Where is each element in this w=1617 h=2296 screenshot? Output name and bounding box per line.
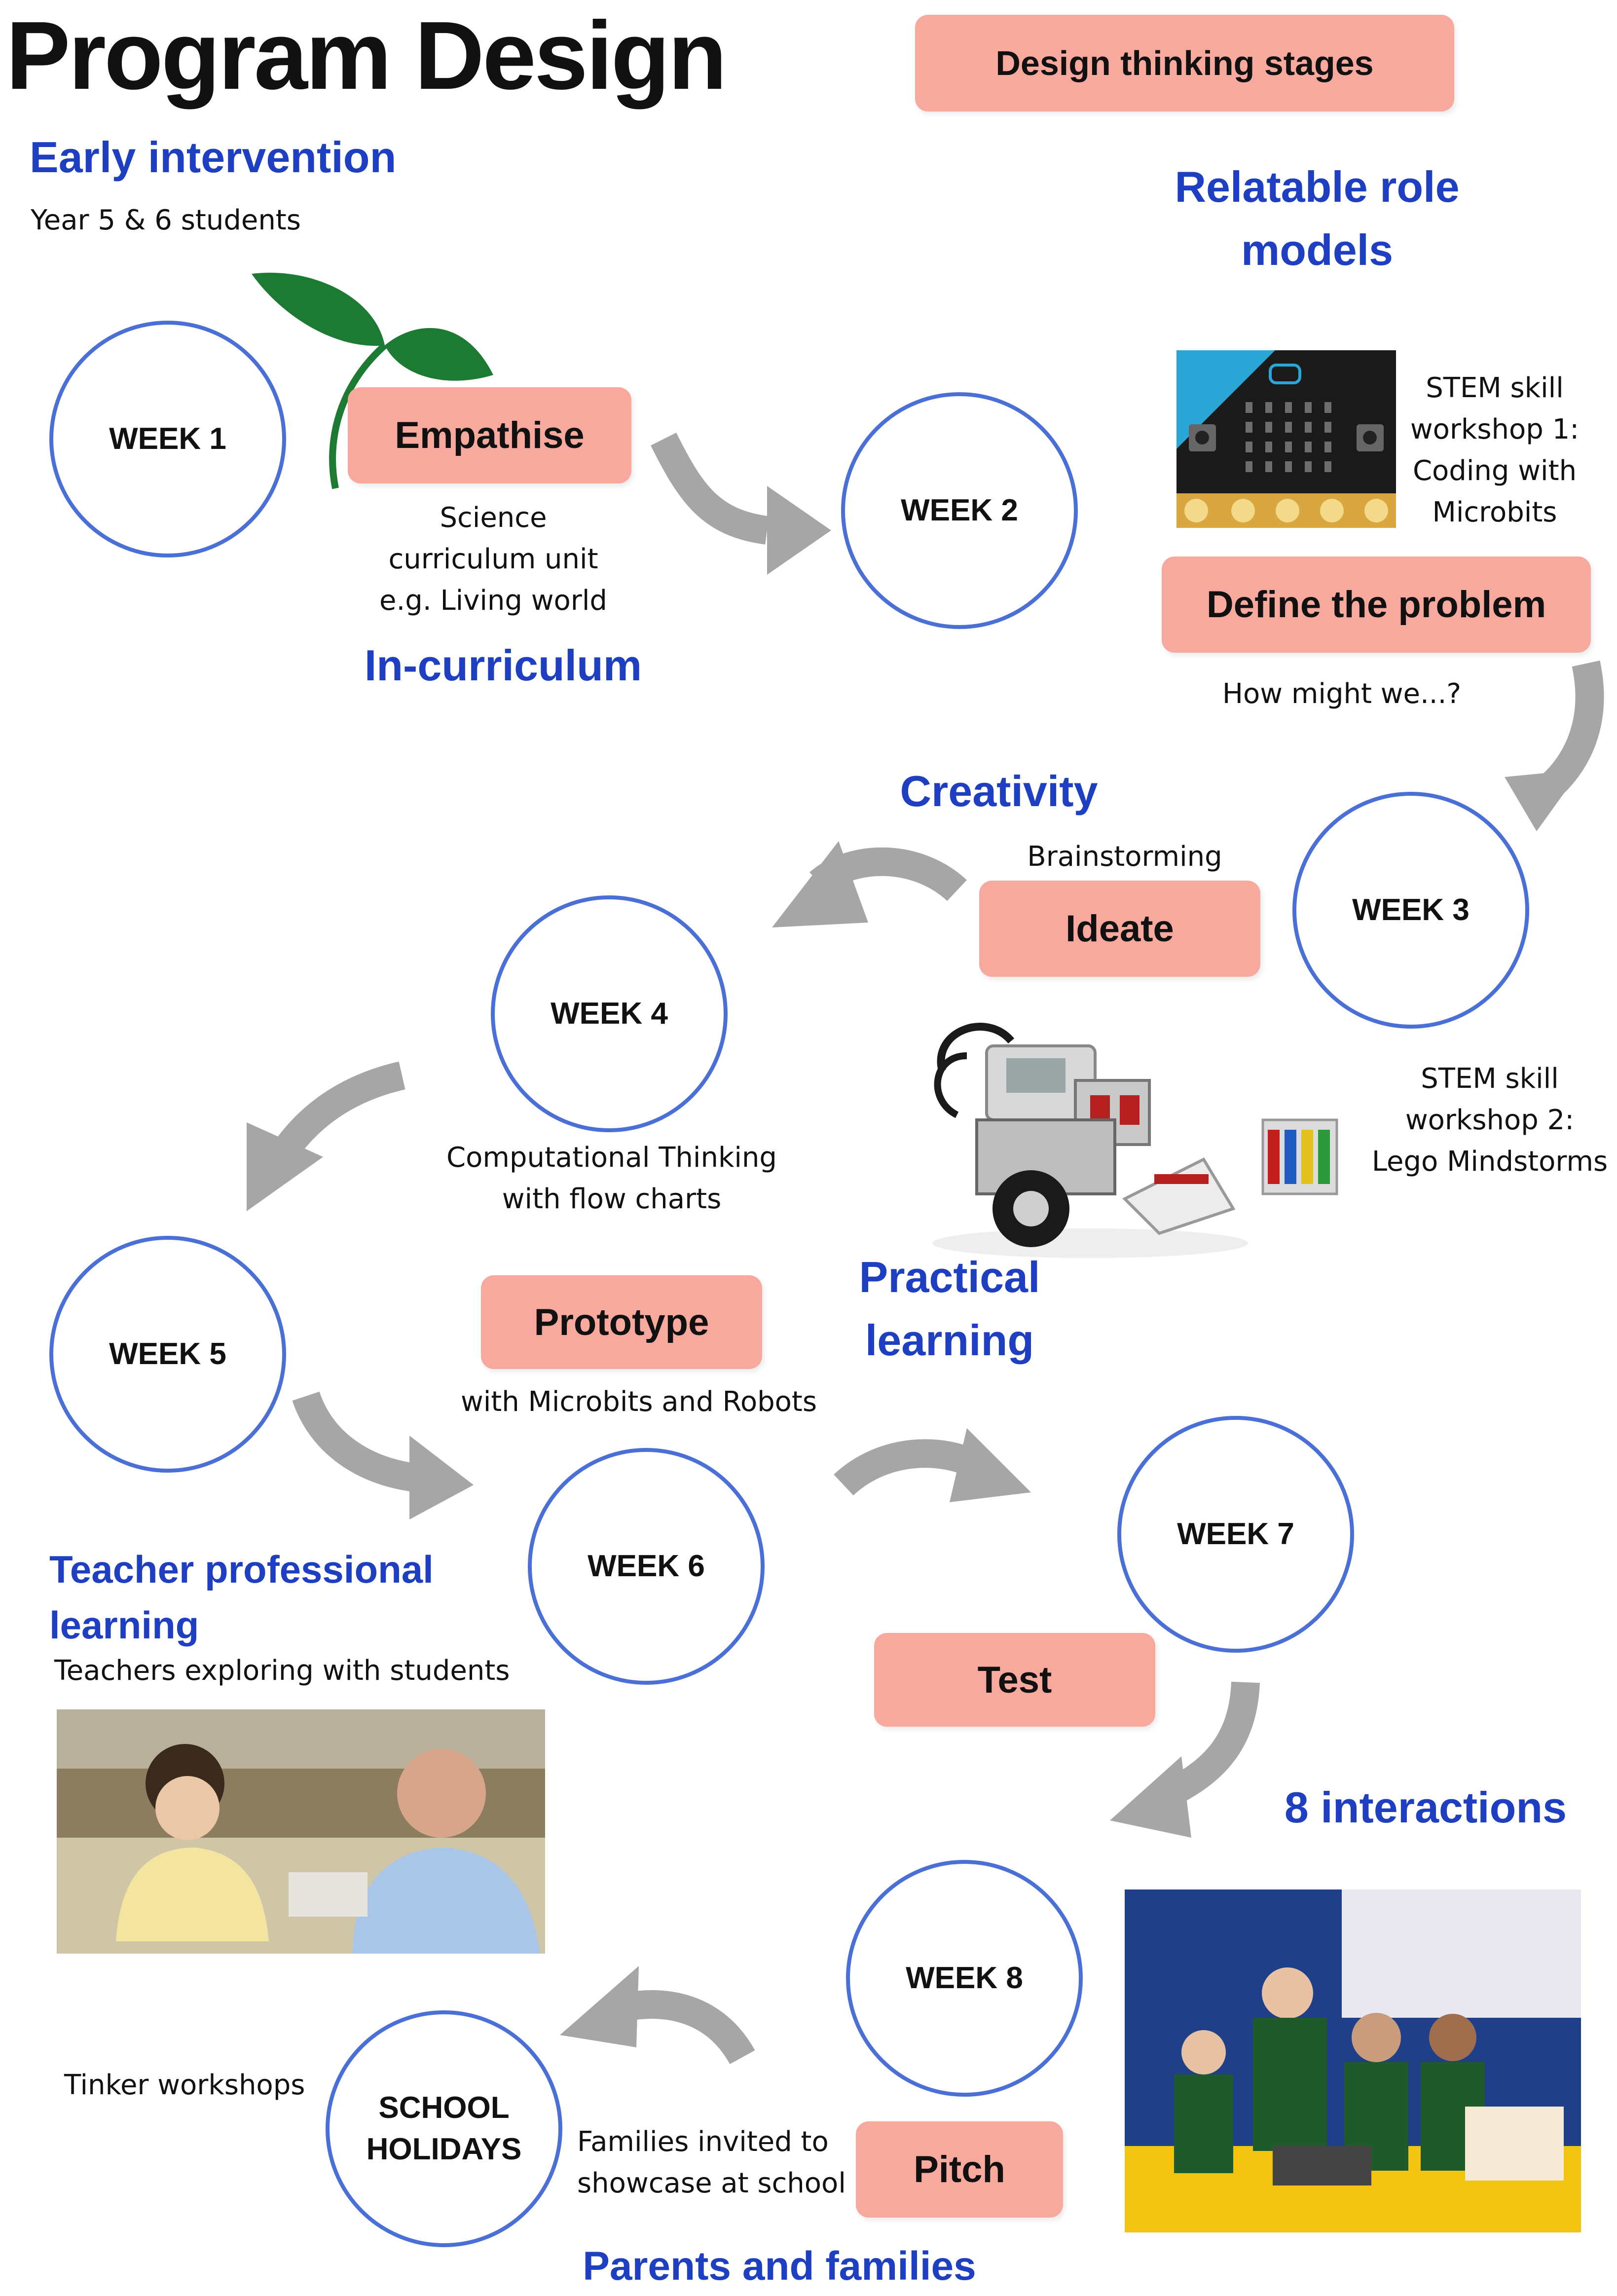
curved-arrow-icon xyxy=(809,847,967,901)
theme-early-intervention: Early intervention xyxy=(30,133,397,182)
week-7-circle: WEEK 7 xyxy=(1117,1416,1354,1653)
school-holidays-circle: SCHOOL HOLIDAYS xyxy=(326,2010,562,2247)
curved-arrow-icon xyxy=(618,1990,755,2065)
stage-test: Test xyxy=(874,1633,1155,1727)
week-3-circle: WEEK 3 xyxy=(1292,792,1529,1029)
theme-role-models: Relatable role models xyxy=(1175,162,1460,274)
note-how-might: How might we...? xyxy=(1222,678,1462,710)
seedling-icon xyxy=(252,272,493,489)
note-families: Families invited to showcase at school xyxy=(577,2126,846,2199)
curved-arrow-icon xyxy=(1153,1681,1260,1812)
week-8-circle: WEEK 8 xyxy=(846,1860,1083,2097)
stage-pitch: Pitch xyxy=(856,2121,1063,2218)
note-year: Year 5 & 6 students xyxy=(31,204,301,236)
curved-arrow-icon xyxy=(1535,660,1604,803)
note-stem2: STEM skill workshop 2: Lego Mindstorms xyxy=(1371,1063,1608,1178)
note-brainstorming: Brainstorming xyxy=(1027,841,1222,873)
note-computational: Computational Thinking with flow charts xyxy=(446,1142,777,1215)
theme-in-curriculum: In-curriculum xyxy=(364,641,642,690)
note-science: Science curriculum unit e.g. Living worl… xyxy=(379,502,607,617)
theme-practical-learning: Practical learning xyxy=(859,1253,1040,1365)
note-teachers-exploring: Teachers exploring with students xyxy=(54,1655,510,1687)
week-2-circle: WEEK 2 xyxy=(841,392,1078,629)
week-5-circle: WEEK 5 xyxy=(49,1236,286,1473)
stage-prototype: Prototype xyxy=(481,1275,762,1369)
theme-creativity: Creativity xyxy=(900,767,1098,815)
microbit-board xyxy=(1176,350,1396,528)
week-6-circle: WEEK 6 xyxy=(528,1448,765,1685)
curved-arrow-icon xyxy=(834,1439,989,1496)
curved-arrow-icon xyxy=(292,1391,417,1492)
theme-teacher-pl: Teacher professional learning xyxy=(49,1548,434,1647)
page-title: Program Design xyxy=(6,1,727,110)
curved-arrow-icon xyxy=(274,1061,405,1158)
teacher-students-photo xyxy=(57,1709,545,1954)
curved-arrow-icon xyxy=(651,433,770,545)
students-showcase-photo xyxy=(1125,1889,1581,2232)
note-with-microbits: with Microbits and Robots xyxy=(460,1386,817,1418)
lego-robot xyxy=(932,1023,1338,1258)
week-4-circle: WEEK 4 xyxy=(491,895,728,1132)
theme-parents: Parents and families xyxy=(583,2244,976,2289)
stage-ideate: Ideate xyxy=(979,881,1260,977)
note-tinker: Tinker workshops xyxy=(64,2069,305,2101)
note-stem1: STEM skill workshop 1: Coding with Micro… xyxy=(1410,372,1580,528)
week-1-circle: WEEK 1 xyxy=(49,321,286,557)
design-thinking-badge: Design thinking stages xyxy=(915,15,1454,111)
theme-interactions: 8 interactions xyxy=(1284,1783,1567,1832)
stage-empathise: Empathise xyxy=(348,387,631,483)
stage-define: Define the problem xyxy=(1162,556,1591,653)
